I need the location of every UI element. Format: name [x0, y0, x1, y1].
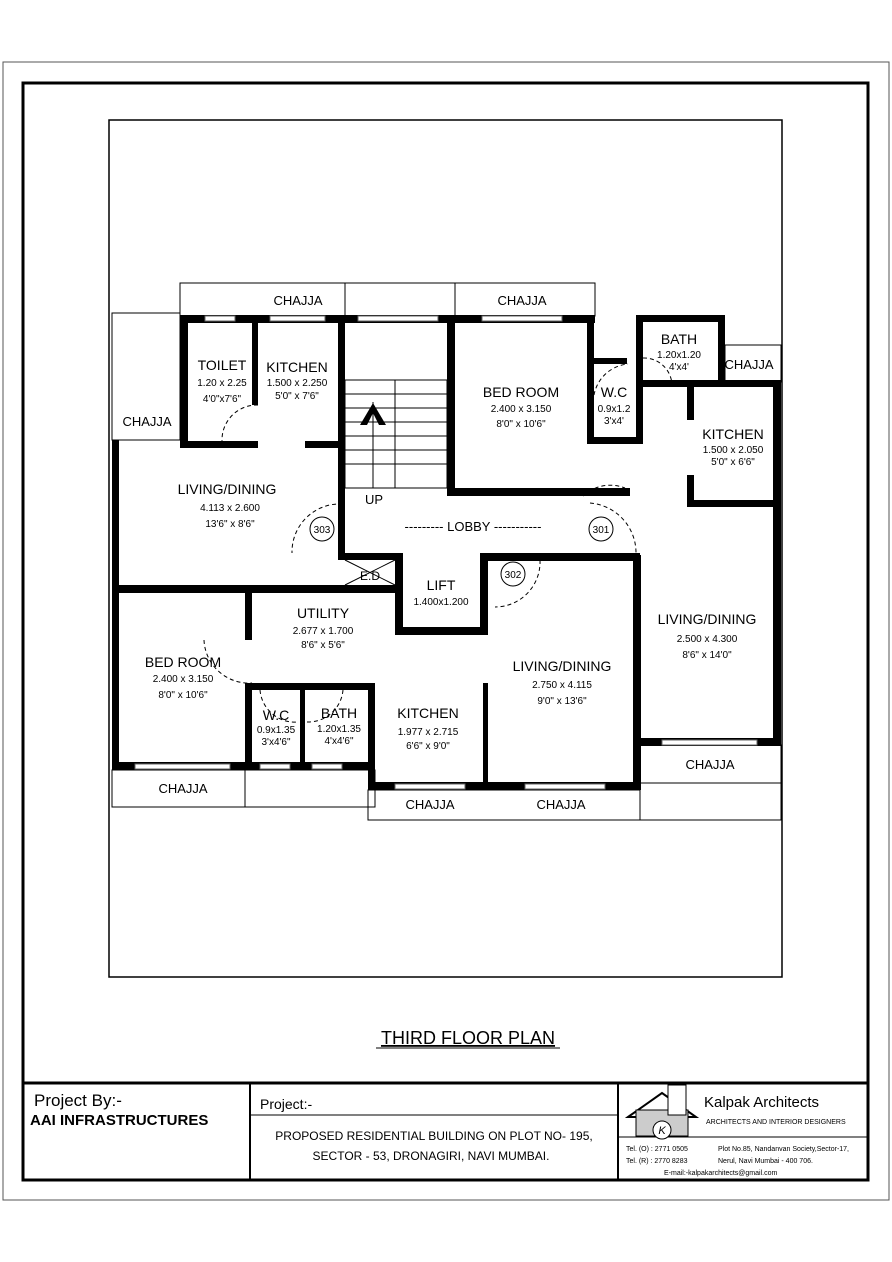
bath-301-imperial: 4'x4': [669, 362, 689, 373]
chajja-label: CHAJJA: [405, 797, 454, 812]
living-301-metric: 2.500 x 4.300: [677, 634, 738, 645]
chajja-label: CHAJJA: [122, 414, 171, 429]
tel-residence: Tel. (R) : 2770 8283: [626, 1158, 688, 1165]
wc-302-name: W.C: [263, 707, 289, 723]
wc-302-metric: 0.9x1.35: [257, 725, 296, 736]
tel-office: Tel. (O) : 2771 0505: [626, 1146, 688, 1153]
living-301-imperial: 8'6" x 14'0": [682, 650, 732, 661]
living-303-metric: 4.113 x 2.600: [200, 503, 260, 514]
utility-metric: 2.677 x 1.700: [293, 626, 354, 637]
bedroom-301-name: BED ROOM: [483, 384, 559, 400]
drawing-frame: [108, 119, 783, 978]
kitchen-303-imperial: 5'0" x 7'6": [275, 391, 319, 402]
staircase: [344, 379, 448, 489]
kitchen-301-metric: 1.500 x 2.050: [703, 445, 764, 456]
bath-302-name: BATH: [321, 705, 357, 721]
title-block: Project By:- AAI INFRASTRUCTURES Project…: [23, 1081, 868, 1180]
project-by-label: Project By:-: [34, 1091, 122, 1110]
flat-302-label: 302: [505, 570, 522, 581]
chajja-label: CHAJJA: [497, 293, 546, 308]
chajja-label: CHAJJA: [158, 781, 207, 796]
logo-letter: K: [658, 1125, 666, 1137]
windows: [134, 315, 758, 790]
utility-name: UTILITY: [297, 605, 350, 621]
lift-metric: 1.400x1.200: [413, 597, 468, 608]
bath-301-metric: 1.20x1.20: [657, 350, 701, 361]
chajja-labels: CHAJJA CHAJJA CHAJJA CHAJJA CHAJJA CHAJJ…: [122, 293, 773, 812]
firm-name: Kalpak Architects: [704, 1094, 819, 1111]
kitchen-302-imperial: 6'6" x 9'0": [406, 741, 450, 752]
utility-imperial: 8'6" x 5'6": [301, 640, 345, 651]
flat-number-markers: 303 301 302: [309, 516, 614, 587]
bedroom-302-metric: 2.400 x 3.150: [153, 674, 214, 685]
wc-301-imperial: 3'x4': [604, 416, 624, 427]
lift-name: LIFT: [427, 577, 456, 593]
toilet-metric: 1.20 x 2.25: [197, 378, 247, 389]
living-303-imperial: 13'6" x 8'6": [205, 519, 255, 530]
wc-301-name: W.C: [601, 384, 627, 400]
living-301-name: LIVING/DINING: [658, 611, 757, 627]
wc-302-imperial: 3'x4'6": [261, 737, 291, 748]
firm-logo: K: [624, 1084, 700, 1140]
living-302-imperial: 9'0" x 13'6": [537, 696, 587, 707]
project-line-2: SECTOR - 53, DRONAGIRI, NAVI MUMBAI.: [313, 1149, 550, 1163]
toilet-imperial: 4'0"x7'6": [203, 394, 242, 405]
kitchen-303-metric: 1.500 x 2.250: [267, 378, 328, 389]
address-line-2: Nerul, Navi Mumbai - 400 706.: [718, 1158, 813, 1165]
kitchen-301-imperial: 5'0" x 6'6": [711, 457, 755, 468]
ed-label: E.D: [360, 569, 380, 583]
living-303-name: LIVING/DINING: [178, 481, 277, 497]
client-name: AAI INFRASTRUCTURES: [30, 1112, 208, 1129]
kitchen-302-name: KITCHEN: [397, 705, 458, 721]
project-label: Project:-: [260, 1096, 312, 1112]
chajja-label: CHAJJA: [273, 293, 322, 308]
chajja-label: CHAJJA: [685, 757, 734, 772]
chajja-label: CHAJJA: [536, 797, 585, 812]
bedroom-301-metric: 2.400 x 3.150: [491, 404, 552, 415]
walls: [112, 315, 781, 790]
flat-303-label: 303: [314, 525, 331, 536]
bath-302-imperial: 4'x4'6": [324, 736, 354, 747]
bedroom-301-imperial: 8'0" x 10'6": [496, 419, 546, 430]
kitchen-303-name: KITCHEN: [266, 359, 327, 375]
chajja-label: CHAJJA: [724, 357, 773, 372]
firm-tagline: ARCHITECTS AND INTERIOR DESIGNERS: [706, 1119, 846, 1126]
address-line-1: Plot No.85, Nandanvan Society,Sector-17,: [718, 1146, 849, 1153]
firm-email: E-mail:-kalpakarchitects@gmail.com: [664, 1170, 777, 1177]
bath-301-name: BATH: [661, 331, 697, 347]
drawing-title: THIRD FLOOR PLAN: [381, 1028, 555, 1048]
stair-up-label: UP: [365, 492, 383, 507]
project-line-1: PROPOSED RESIDENTIAL BUILDING ON PLOT NO…: [275, 1129, 592, 1143]
living-302-name: LIVING/DINING: [513, 658, 612, 674]
flat-301-label: 301: [593, 525, 610, 536]
sheet-border: [21, 81, 870, 1182]
wc-301-metric: 0.9x1.2: [598, 404, 631, 415]
living-302-metric: 2.750 x 4.115: [532, 680, 592, 691]
page-border: [2, 61, 890, 1201]
stair-up-arrow-icon: [360, 403, 386, 425]
kitchen-302-metric: 1.977 x 2.715: [398, 727, 459, 738]
lobby-label: --------- LOBBY -----------: [405, 519, 542, 534]
bedroom-302-imperial: 8'0" x 10'6": [158, 690, 208, 701]
toilet-name: TOILET: [198, 357, 247, 373]
room-labels: TOILET 1.20 x 2.25 4'0"x7'6" KITCHEN 1.5…: [145, 331, 764, 752]
bath-302-metric: 1.20x1.35: [317, 724, 361, 735]
bedroom-302-name: BED ROOM: [145, 654, 221, 670]
doors: [203, 357, 673, 723]
kitchen-301-name: KITCHEN: [702, 426, 763, 442]
